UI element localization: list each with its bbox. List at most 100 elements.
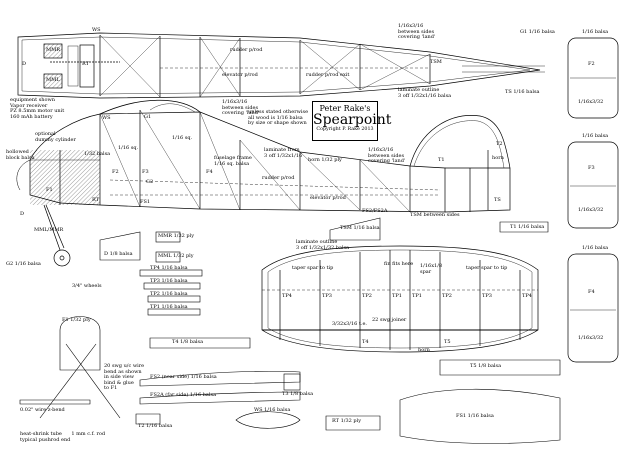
tail-tp2-right: TP2 [442, 293, 452, 299]
col-f2-balsa: 1/16 balsa [582, 29, 609, 35]
designer-name: Peter Rake's [319, 104, 371, 113]
top-mmr: MMR [46, 47, 61, 53]
label-t3: T3 1/8 balsa [282, 391, 314, 397]
part-d [99, 231, 141, 261]
uc-wire-note: 20 swg u/c wire bend as shown in side vi… [104, 363, 145, 392]
top-rt: RT [82, 61, 90, 67]
fin-t2: T2 [496, 141, 503, 147]
fin-horn: horn [492, 155, 504, 161]
top-ts: TS 1/16 balsa [505, 89, 540, 95]
label-t1: T1 1/16 balsa [510, 224, 545, 230]
fin-t1: T1 [438, 157, 445, 163]
part-tp1 [147, 308, 201, 316]
tail-tp4-left: TP4 [282, 293, 292, 299]
part-tp4 [139, 269, 203, 277]
part-tsm [329, 217, 381, 241]
tail-te: 3/32x3/16 t.e. [332, 321, 368, 327]
top-rudder-pushrod: rudder p/rod [230, 47, 263, 53]
tail-spar-right: taper spar to tip [466, 265, 508, 271]
top-elevator-pushrod: elevator p/rod [222, 72, 258, 78]
part-fs1 [399, 388, 561, 444]
block-note: hollowed block balsa [6, 149, 35, 161]
model-name: Spearpoint [313, 112, 392, 128]
tail-tp4-right: TP4 [522, 293, 532, 299]
wheels-label: 3/4" wheels [72, 283, 102, 289]
fuselage-side-view [16, 99, 511, 267]
side-f2: F2 [112, 169, 119, 175]
part-wire [19, 399, 91, 405]
default-wood-note: unless stated otherwise all wood is 1/16… [248, 109, 309, 127]
mml-mmr-label: MML/MMR [34, 227, 64, 233]
col-f3-balsa: 1/16 balsa [582, 133, 609, 139]
side-spacer-note2: 1/16x3/16 between sides covering 'land' [368, 147, 406, 165]
label-fs2a: FS2A (far side) 1/16 balsa [150, 392, 217, 398]
label-tsm: TSM 1/16 balsa [340, 225, 380, 231]
side-sq-116: 1/16 sq. [118, 145, 139, 151]
side-frame-note: fuselage frame 1/16 sq. balsa [214, 155, 252, 167]
part-fs2a [139, 391, 301, 405]
label-f1: F1 1/32 ply [62, 317, 91, 323]
tail-tp3-left: TP3 [322, 293, 332, 299]
tail-horn: horn [418, 347, 430, 353]
label-tp2: TP2 1/16 balsa [150, 291, 188, 297]
side-horn: horn 1/32 ply [308, 157, 342, 163]
side-rt: RT [92, 197, 100, 203]
top-mml: MML [46, 77, 60, 83]
part-mmr [155, 231, 181, 243]
title-block: Peter Rake's Spearpoint Copyright P. Rak… [312, 101, 392, 141]
tail-laminate: laminate outline 3 off 1/32x1/32 balsa [296, 239, 350, 251]
side-ws: WS [102, 115, 111, 121]
fin-laminate-note: laminate outline 3 off 1/32x1/16 balsa [398, 87, 452, 99]
side-f1: F1 [46, 187, 53, 193]
label-fs2: FS2 (near side) 1/16 balsa [150, 374, 217, 380]
top-d: D [22, 61, 27, 67]
side-fs2: FS2/FS2A [362, 208, 388, 214]
g2-balsa: G2 1/16 balsa [6, 261, 41, 267]
label-tp4: TP4 1/16 balsa [150, 265, 188, 271]
label-t5: T5 1/8 balsa [470, 363, 502, 369]
label-d: D 1/8 balsa [104, 251, 133, 257]
part-mml [155, 251, 181, 263]
former-column [567, 37, 619, 363]
label-tp1: TP1 1/16 balsa [150, 304, 188, 310]
label-t2: T2 1/16 balsa [138, 423, 173, 429]
small-parts [19, 217, 561, 444]
label-mmr: MMR 1/32 ply [158, 233, 195, 239]
tsm-between: TSM between sides [410, 212, 460, 218]
wire-leg [65, 343, 121, 419]
tail-joiner: 22 swg joiner [372, 317, 407, 323]
label-t4: T4 1/8 balsa [172, 339, 204, 345]
part-fs2 [139, 370, 301, 387]
tail-tp2-left: TP2 [362, 293, 372, 299]
tail-spar-mid: 1/16x1/8 spar [420, 263, 443, 275]
col-f4-balsa: 1/16 balsa [582, 245, 609, 251]
part-tp3 [143, 282, 201, 290]
tail-fin-fits: fin fits here [384, 261, 414, 267]
tail-tp1-right: TP1 [412, 293, 422, 299]
col-f2-thick: 1/16x3/32 [578, 99, 604, 105]
tail-tp1-left: TP1 [392, 293, 402, 299]
part-t2 [135, 413, 161, 425]
part-t4 [149, 337, 251, 349]
part-t5 [439, 359, 561, 376]
tail-t4: T4 [362, 339, 369, 345]
top-spacer-note: 1/16x3/16 between sides covering 'land' [398, 23, 436, 41]
side-g2: G2 [146, 179, 154, 185]
col-f3: F3 [588, 165, 595, 171]
label-rt: RT 1/32 ply [332, 418, 362, 424]
dummy-cylinder-note: optional dummy cylinder [35, 131, 76, 143]
part-tp2 [147, 295, 201, 303]
tailplane [261, 245, 539, 353]
pushrod-note: heat-shrink tube 1 mm c.f. rod typical p… [20, 431, 106, 443]
side-sq-132: 1/32 balsa [84, 151, 111, 157]
side-f3: F3 [142, 169, 149, 175]
col-f2: F2 [588, 61, 595, 67]
fin-ts: TS [494, 197, 501, 203]
part-f1 [59, 316, 101, 371]
side-fs1: FS1 [140, 199, 151, 205]
label-fs1: FS1 1/16 balsa [456, 413, 494, 419]
col-f3-thick: 1/16x3/32 [578, 207, 604, 213]
side-d: D [20, 211, 25, 217]
